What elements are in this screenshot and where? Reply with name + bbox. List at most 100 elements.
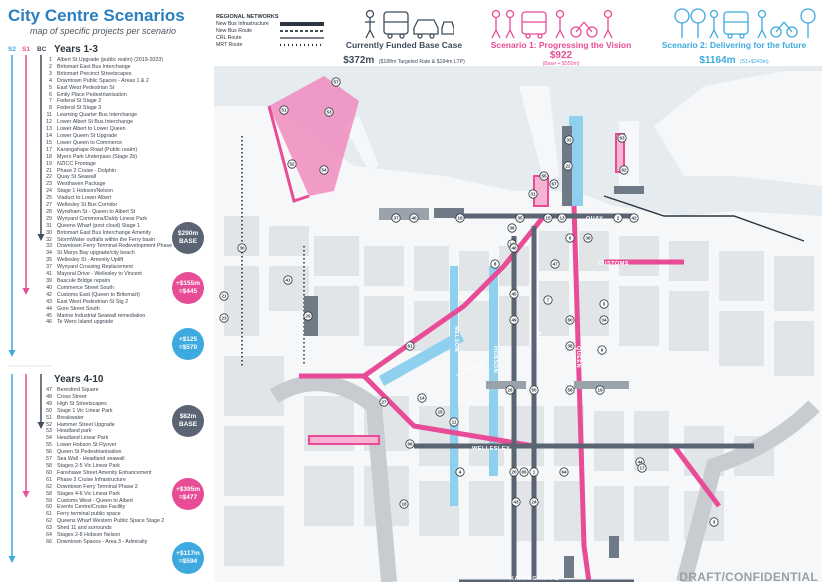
project-marker-6[interactable]	[565, 233, 575, 243]
project-marker-51[interactable]	[279, 105, 289, 115]
project-name: Queens Wharf Western Public Space Stage …	[57, 518, 165, 525]
project-number: 43	[46, 298, 52, 305]
project-marker-label: 63	[619, 136, 625, 141]
project-marker-46[interactable]	[409, 213, 419, 223]
project-marker-33[interactable]	[564, 135, 574, 145]
project-marker-4[interactable]	[455, 467, 465, 477]
project-marker-58[interactable]	[565, 385, 575, 395]
project-marker-label: 30	[239, 246, 245, 251]
project-marker-8[interactable]	[490, 259, 500, 269]
project-number: 18	[46, 153, 52, 160]
col-label-s1: S1	[22, 46, 30, 53]
project-marker-48[interactable]	[509, 243, 519, 253]
scenario-1-icons	[491, 9, 613, 39]
project-marker-31[interactable]	[528, 189, 538, 199]
project-marker-47[interactable]	[550, 259, 560, 269]
project-marker-label: 39	[585, 236, 591, 241]
project-marker-61[interactable]	[405, 341, 415, 351]
project-marker-67[interactable]	[549, 179, 559, 189]
scenario-base-amount: $372m	[343, 55, 375, 66]
project-marker-36[interactable]	[507, 223, 517, 233]
city-centre-map[interactable]: QUAY CUSTOMS WELLESLEY NELSON HOBSON VIC…	[214, 66, 822, 582]
project-marker-label: 50	[531, 388, 537, 393]
project-name: Mayoral Drive - Wellesley to Vincent	[57, 271, 142, 278]
street-label-customs: CUSTOMS	[598, 261, 629, 267]
project-marker-45[interactable]	[509, 289, 519, 299]
col-label-s2: S2	[8, 46, 16, 53]
badge-label: BASE	[178, 238, 198, 245]
project-marker-60[interactable]	[565, 315, 575, 325]
project-marker-42[interactable]	[629, 213, 639, 223]
project-marker-21[interactable]	[219, 291, 229, 301]
project-marker-27[interactable]	[379, 397, 389, 407]
project-marker-35[interactable]	[515, 213, 525, 223]
project-marker-23[interactable]	[219, 313, 229, 323]
project-marker-29[interactable]	[303, 311, 313, 321]
pedestrian-icon	[491, 9, 501, 19]
arrow-s1-years-4-10	[22, 374, 30, 498]
project-marker-18[interactable]	[399, 499, 409, 509]
project-marker-41[interactable]	[283, 275, 293, 285]
bus-icon	[383, 11, 409, 35]
project-marker-43[interactable]	[511, 497, 521, 507]
project-marker-16[interactable]	[455, 213, 465, 223]
project-marker-13[interactable]	[557, 213, 567, 223]
project-name: Ferry terminal public space	[57, 511, 121, 518]
project-marker-62[interactable]	[619, 165, 629, 175]
project-marker-label: 34	[601, 318, 607, 323]
project-marker-66[interactable]	[405, 439, 415, 449]
project-marker-34[interactable]	[599, 315, 609, 325]
project-marker-55[interactable]	[539, 171, 549, 181]
project-name: Lower Hobson St Flyover	[57, 442, 117, 449]
project-marker-30[interactable]	[237, 243, 247, 253]
project-number: 4	[49, 77, 52, 84]
project-marker-9[interactable]	[597, 345, 607, 355]
project-marker-14[interactable]	[417, 393, 427, 403]
project-number: 50	[46, 407, 52, 414]
project-marker-15[interactable]	[543, 213, 553, 223]
project-marker-17[interactable]	[637, 463, 647, 473]
project-marker-label: 22	[565, 164, 571, 169]
project-marker-65[interactable]	[519, 467, 529, 477]
project-number: 34	[46, 250, 52, 257]
project-marker-3[interactable]	[709, 517, 719, 527]
project-marker-39[interactable]	[583, 233, 593, 243]
project-marker-53[interactable]	[324, 107, 334, 117]
project-marker-11[interactable]	[449, 417, 459, 427]
project-marker-26[interactable]	[505, 385, 515, 395]
project-marker-24[interactable]	[529, 497, 539, 507]
project-marker-22[interactable]	[563, 161, 573, 171]
project-marker-63[interactable]	[617, 133, 627, 143]
project-marker-25[interactable]	[435, 407, 445, 417]
project-marker-20[interactable]	[509, 467, 519, 477]
project-marker-2[interactable]	[613, 213, 623, 223]
project-marker-54[interactable]	[319, 165, 329, 175]
project-marker-label: 60	[567, 318, 573, 323]
project-number: 39	[46, 278, 52, 284]
scenario-base-summary: $372m ($188m Targeted Rate & $184m LTP)	[320, 50, 488, 68]
project-marker-38[interactable]	[565, 341, 575, 351]
project-marker-1[interactable]	[529, 467, 539, 477]
project-marker-5[interactable]	[599, 299, 609, 309]
project-number: 30	[46, 229, 52, 236]
new-bus-infrastructure-swatch	[280, 22, 324, 26]
project-marker-label: 54	[321, 168, 327, 173]
project-marker-19[interactable]	[595, 385, 605, 395]
project-marker-64[interactable]	[559, 467, 569, 477]
project-marker-37[interactable]	[391, 213, 401, 223]
project-marker-49[interactable]	[509, 315, 519, 325]
project-marker-50[interactable]	[529, 385, 539, 395]
project-marker-52[interactable]	[287, 159, 297, 169]
badge-amount: $290m	[177, 230, 199, 237]
project-marker-57[interactable]	[331, 77, 341, 87]
project-marker-7[interactable]	[543, 295, 553, 305]
